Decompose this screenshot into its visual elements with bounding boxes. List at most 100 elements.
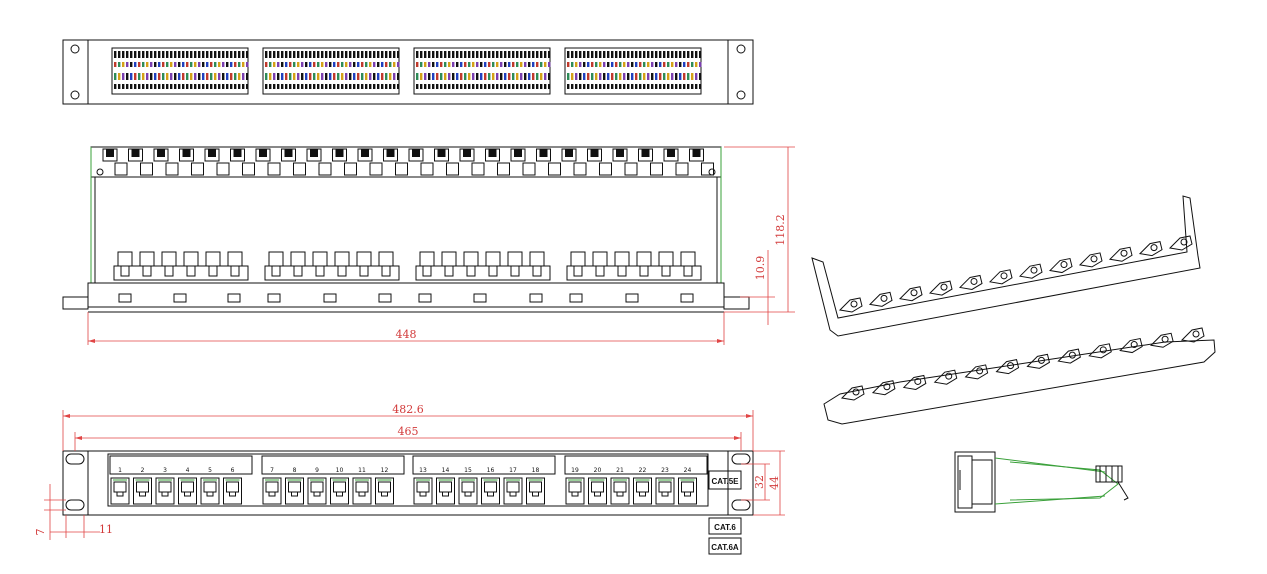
iso-top-contact: [1150, 244, 1158, 252]
top-wire-mark: [579, 84, 582, 89]
side-module-jack: [205, 251, 221, 267]
top-wire-mark: [595, 73, 598, 80]
top-wire-mark: [122, 51, 125, 58]
top-wire-mark: [619, 62, 622, 67]
top-wire-mark: [373, 84, 376, 89]
top-wire-mark: [571, 51, 574, 58]
dim-depth-width: 448: [396, 328, 417, 341]
top-wire-mark: [154, 62, 157, 67]
front-jack-latch: [313, 491, 321, 497]
top-wire-mark: [484, 73, 487, 80]
top-wire-mark: [170, 51, 173, 58]
top-wire-mark: [222, 84, 225, 89]
top-wire-mark: [500, 62, 503, 67]
iso-bottom-contact: [914, 377, 922, 385]
top-wire-mark: [186, 51, 189, 58]
top-wire-mark: [206, 62, 209, 67]
side-module-lug: [595, 265, 605, 277]
top-wire-mark: [178, 84, 181, 89]
front-jack: [262, 477, 282, 505]
top-wire-mark: [397, 73, 400, 80]
top-wire-mark: [329, 84, 332, 89]
top-wire-mark: [643, 73, 646, 80]
top-wire-mark: [170, 84, 173, 89]
port-number: 3: [163, 467, 167, 474]
top-wire-mark: [238, 62, 241, 67]
front-group-4: [564, 455, 708, 475]
top-wire-mark: [210, 51, 213, 58]
top-wire-mark: [452, 84, 455, 89]
top-wire-mark: [424, 73, 427, 80]
side-module-jack: [658, 251, 674, 267]
top-wire-mark: [492, 84, 495, 89]
top-wire-mark: [579, 51, 582, 58]
top-wire-mark: [595, 62, 598, 67]
top-wire-mark: [647, 73, 650, 80]
top-wire-mark: [134, 73, 137, 80]
top-wire-mark: [222, 73, 225, 80]
side-module-jack: [570, 251, 586, 267]
top-wire-mark: [194, 73, 197, 80]
side-top-tooth-fill: [157, 149, 165, 157]
front-jack-latch: [661, 491, 669, 497]
top-wire-mark: [484, 84, 487, 89]
front-jack-latch: [464, 491, 472, 497]
port-number: 14: [442, 467, 450, 474]
top-wire-mark: [226, 62, 229, 67]
side-module-lug: [488, 265, 498, 277]
top-wire-mark: [142, 73, 145, 80]
top-wire-mark: [142, 62, 145, 67]
front-jack: [178, 477, 197, 505]
side-lower-tooth: [471, 162, 485, 176]
top-wire-mark: [424, 84, 427, 89]
top-wire-mark: [353, 51, 356, 58]
top-wire-mark: [663, 73, 666, 80]
top-wire-mark: [599, 51, 602, 58]
front-jack: [200, 477, 220, 505]
top-wire-mark: [468, 62, 471, 67]
side-module-lug: [617, 265, 627, 277]
iso-bottom-contact: [976, 367, 984, 375]
top-wire-mark: [611, 62, 614, 67]
top-wire-mark: [679, 73, 682, 80]
side-module-jack: [183, 251, 199, 267]
top-wire-mark: [230, 84, 233, 89]
top-wire-mark: [210, 73, 213, 80]
top-wire-mark: [285, 73, 288, 80]
top-wire-mark: [242, 73, 245, 80]
top-wire-mark: [679, 51, 682, 58]
top-wire-mark: [265, 62, 268, 67]
iso-top-jack: [1108, 246, 1133, 262]
top-wire-mark: [524, 73, 527, 80]
front-jack-latch: [442, 491, 449, 497]
top-wire-mark: [122, 73, 125, 80]
top-wire-mark: [575, 62, 578, 67]
top-wire-mark: [305, 51, 308, 58]
top-wire-mark: [480, 84, 483, 89]
top-wire-mark: [607, 62, 610, 67]
iso-top-jack: [958, 274, 983, 290]
port-number: 2: [141, 467, 145, 474]
side-top-tooth-fill: [233, 149, 242, 157]
side-module-lug: [186, 265, 196, 277]
front-jack-opening: [439, 481, 452, 493]
top-wire-mark: [313, 84, 316, 89]
top-wire-mark: [436, 73, 439, 80]
top-wire-mark: [385, 84, 388, 89]
top-wire-mark: [571, 62, 574, 67]
top-wire-mark: [297, 73, 300, 80]
top-wire-mark: [671, 62, 674, 67]
side-lower-tooth: [369, 162, 383, 176]
top-wire-mark: [667, 73, 670, 80]
top-wire-mark: [476, 51, 479, 58]
top-wire-mark: [130, 84, 133, 89]
side-slot: [173, 293, 187, 303]
front-jack: [436, 477, 455, 505]
side-top-tooth-fill: [335, 149, 344, 157]
top-wire-mark: [647, 84, 650, 89]
top-wire-mark: [536, 73, 539, 80]
side-lower-tooth: [599, 162, 612, 176]
front-jack-latch: [116, 491, 124, 497]
side-module-jack: [139, 251, 155, 267]
top-wire-mark: [504, 84, 507, 89]
